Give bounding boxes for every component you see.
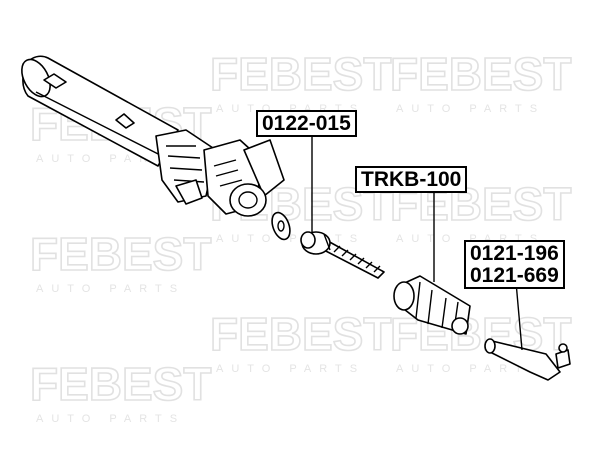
- watermark-brand: FEBEST: [210, 308, 391, 360]
- watermark-tagline: AUTO PARTS: [36, 413, 185, 425]
- watermark-tile: FEBEST AUTO PARTS: [389, 47, 572, 115]
- part-label-0121-196[interactable]: 0121-196 0121-669: [464, 240, 565, 289]
- inner-tie-rod: [300, 231, 385, 279]
- steering-rack-housing: [21, 55, 285, 217]
- watermark-tile: FEBEST AUTO PARTS: [209, 307, 392, 375]
- watermark-brand: FEBEST: [30, 358, 211, 410]
- rack-boot: [393, 275, 471, 335]
- housing-slot: [43, 73, 67, 89]
- part-label-trkb-100[interactable]: TRKB-100: [355, 166, 468, 193]
- watermark-tile: FEBEST AUTO PARTS: [209, 47, 392, 115]
- outer-tie-rod-end: [484, 338, 571, 381]
- watermark-brand: FEBEST: [210, 48, 391, 100]
- watermark-tagline: AUTO PARTS: [396, 103, 545, 115]
- washer: [271, 211, 291, 241]
- part-number: 0121-196: [470, 242, 559, 265]
- watermark-layer: FEBEST AUTO PARTS FEBEST AUTO PARTS FEBE…: [29, 47, 572, 425]
- part-number: 0121-669: [470, 264, 559, 287]
- part-number: TRKB-100: [361, 168, 462, 191]
- housing-slot: [115, 113, 135, 129]
- leader-0121-196: [515, 281, 523, 351]
- watermark-brand: FEBEST: [390, 48, 571, 100]
- watermark-tagline: AUTO PARTS: [216, 363, 365, 375]
- watermark-tagline: AUTO PARTS: [36, 283, 185, 295]
- watermark-tile: FEBEST AUTO PARTS: [29, 357, 212, 425]
- part-label-0122-015[interactable]: 0122-015: [256, 110, 357, 137]
- watermark-tile: FEBEST AUTO PARTS: [29, 227, 212, 295]
- leader-lines: [311, 136, 523, 351]
- part-number: 0122-015: [262, 112, 351, 135]
- watermark-brand: FEBEST: [30, 228, 211, 280]
- watermark-tagline: AUTO PARTS: [216, 233, 365, 245]
- watermark-tagline: AUTO PARTS: [396, 363, 545, 375]
